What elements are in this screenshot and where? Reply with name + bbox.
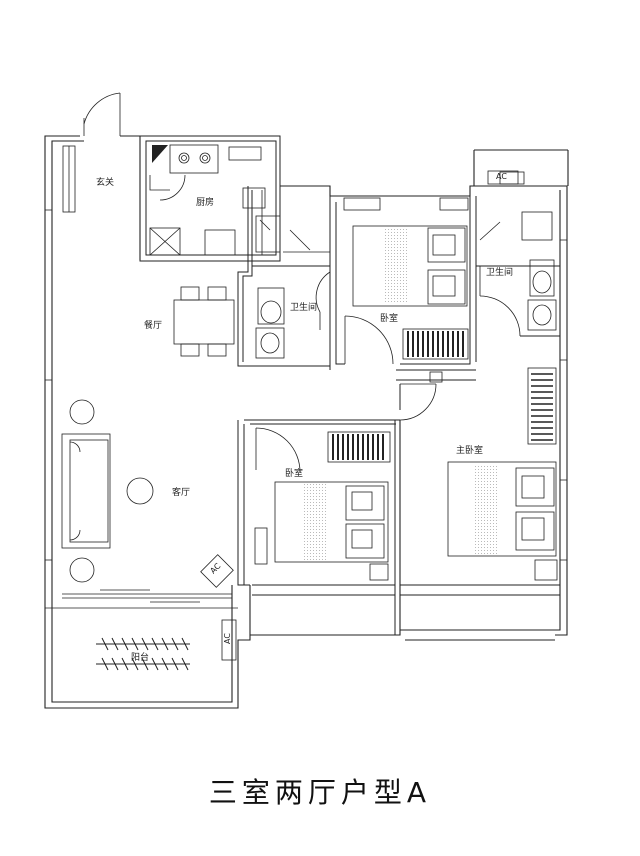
- bedroom-south-wardrobe-hatch: [332, 434, 384, 460]
- bedroom-south-door: [255, 427, 301, 473]
- room-label-bedroom-south: 卧室: [285, 469, 304, 479]
- kitchen-fixtures: [149, 144, 271, 256]
- clothes-rack: [96, 643, 190, 665]
- room-label-living: 客厅: [172, 488, 191, 498]
- kitchen-corner-fill: [152, 145, 168, 163]
- room-label-bath-master: 卫生间: [486, 268, 514, 278]
- ac-label-balcony: AC: [222, 633, 232, 644]
- bedroom-south-furniture: [254, 431, 391, 581]
- ac-label-master: AC: [496, 172, 507, 181]
- bedroom-south-blanket: [304, 484, 328, 560]
- bedroom-north-wardrobe-hatch: [407, 331, 464, 357]
- master-door: [399, 371, 443, 421]
- room-label-kitchen: 厨房: [196, 198, 215, 208]
- room-label-bath-central: 卫生间: [290, 303, 318, 313]
- room-label-balcony: 阳台: [131, 653, 150, 663]
- master-bed: [447, 461, 558, 581]
- living-ac-unit: [200, 554, 234, 588]
- coffee-table: [126, 477, 154, 505]
- dining-table: [173, 286, 235, 357]
- room-label-foyer: 玄关: [96, 178, 115, 188]
- master-wardrobe-hatch: [531, 373, 553, 441]
- living-sofa: [61, 399, 111, 583]
- central-bath-fixtures: [255, 215, 331, 359]
- room-label-bedroom-north: 卧室: [380, 314, 399, 324]
- clothes-rack-hangers: [101, 637, 189, 671]
- plan-caption: 三室两厅户型A: [208, 776, 432, 809]
- master-bed-blanket: [474, 464, 498, 554]
- windows: [45, 145, 567, 561]
- exterior-walls: [44, 135, 569, 709]
- bedroom-north-furniture: [343, 197, 469, 360]
- entrance-door: [83, 92, 121, 136]
- master-ac-box: [487, 170, 519, 185]
- room-label-dining: 餐厅: [144, 321, 163, 331]
- bedroom-north-blanket: [385, 228, 409, 304]
- balcony-sliding-door: [45, 589, 238, 609]
- room-label-master-bedroom: 主卧室: [456, 446, 484, 456]
- balcony-ac-box: [221, 619, 237, 661]
- master-wardrobe: [527, 367, 557, 445]
- bedroom-north-door: [344, 315, 394, 365]
- master-bath-fixtures: [479, 171, 557, 337]
- interior-walls: [139, 135, 560, 635]
